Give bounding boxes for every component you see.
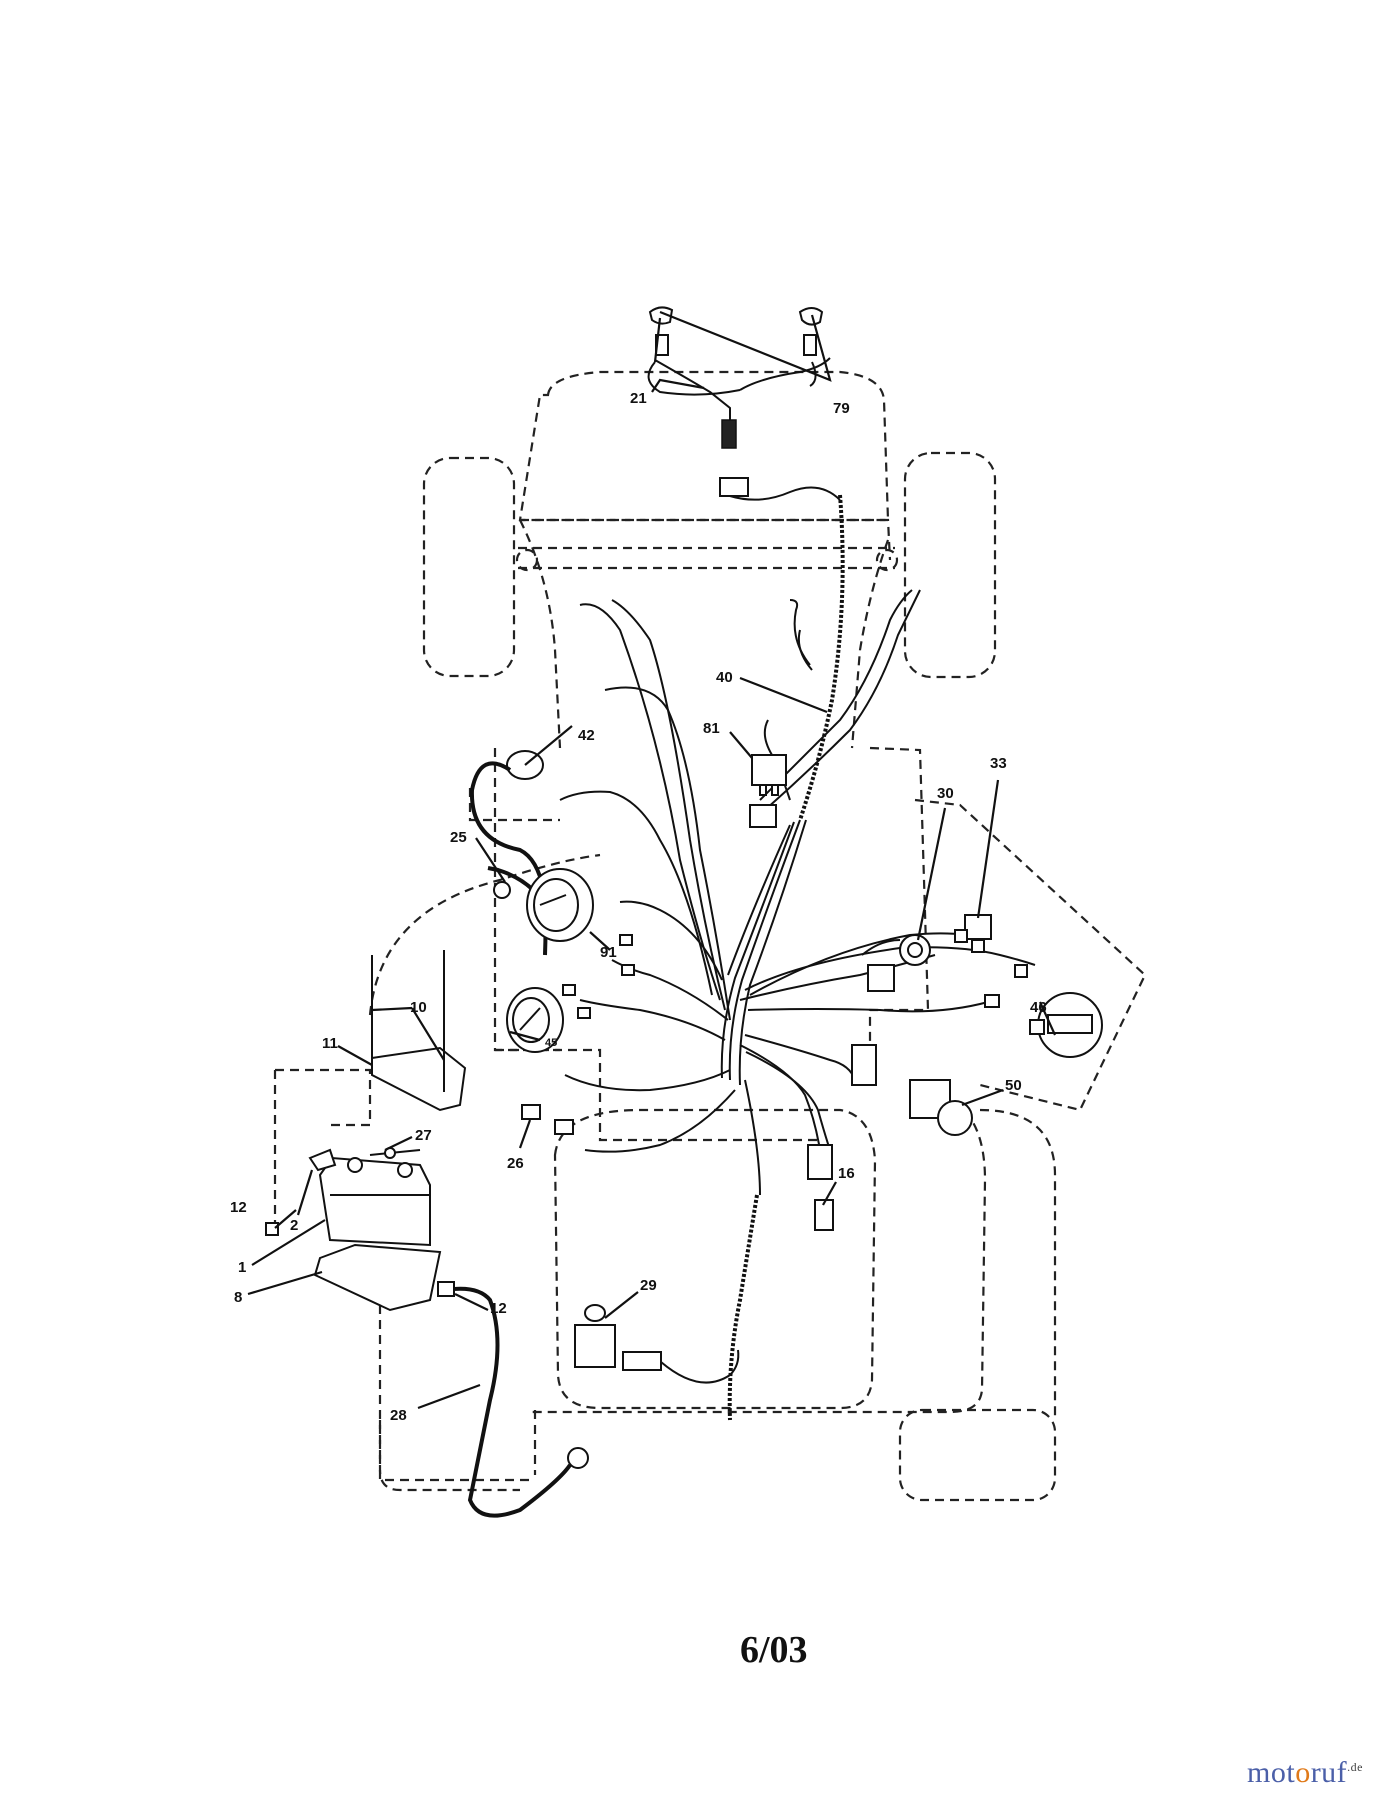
callout-16: 16 (838, 1165, 855, 1182)
callout-29: 29 (640, 1277, 657, 1294)
callout-28: 28 (390, 1407, 407, 1424)
callout-45: 45 (545, 1037, 557, 1049)
main-harness (559, 357, 1036, 1421)
callout-33: 33 (990, 755, 1007, 772)
connector-blocks (807, 939, 1028, 1231)
callout-1: 1 (238, 1259, 246, 1276)
callout-11: 11 (322, 1035, 338, 1052)
relay-81 (749, 754, 787, 828)
battery-assembly (265, 950, 589, 1518)
switch-33 (954, 914, 992, 943)
callout-91: 91 (600, 944, 617, 961)
callout-46: 46 (1030, 999, 1047, 1016)
callout-27: 27 (415, 1127, 432, 1144)
callout-42: 42 (578, 727, 595, 744)
callout-50: 50 (1005, 1077, 1022, 1094)
solenoid-29 (574, 1304, 740, 1384)
hour-meter-46 (1029, 992, 1103, 1058)
callout-12-left: 12 (230, 1199, 247, 1216)
tractor-outline (273, 370, 1147, 1502)
callout-26: 26 (507, 1155, 524, 1172)
gauge-91 (526, 868, 635, 976)
callout-40: 40 (716, 669, 733, 686)
callout-30: 30 (937, 785, 954, 802)
callout-12-right: 12 (490, 1300, 507, 1317)
pto-switch-50 (909, 1079, 973, 1136)
ignition-switch-30 (867, 934, 931, 992)
callout-10: 10 (410, 999, 427, 1016)
date-code: 6/03 (740, 1629, 808, 1671)
callout-25: 25 (450, 829, 467, 846)
callout-79: 79 (833, 400, 850, 417)
callout-21: 21 (630, 390, 647, 407)
watermark-logo: motoruf.de (1247, 1756, 1363, 1789)
callout-81: 81 (703, 720, 720, 737)
fuse-26 (521, 1104, 574, 1135)
callout-labels: 21 79 40 42 81 33 30 25 91 10 45 46 11 5… (230, 390, 1047, 1424)
headlight-assembly (648, 306, 824, 497)
callout-8: 8 (234, 1289, 242, 1306)
callout-2: 2 (290, 1217, 298, 1234)
leader-lines (247, 310, 1057, 1410)
